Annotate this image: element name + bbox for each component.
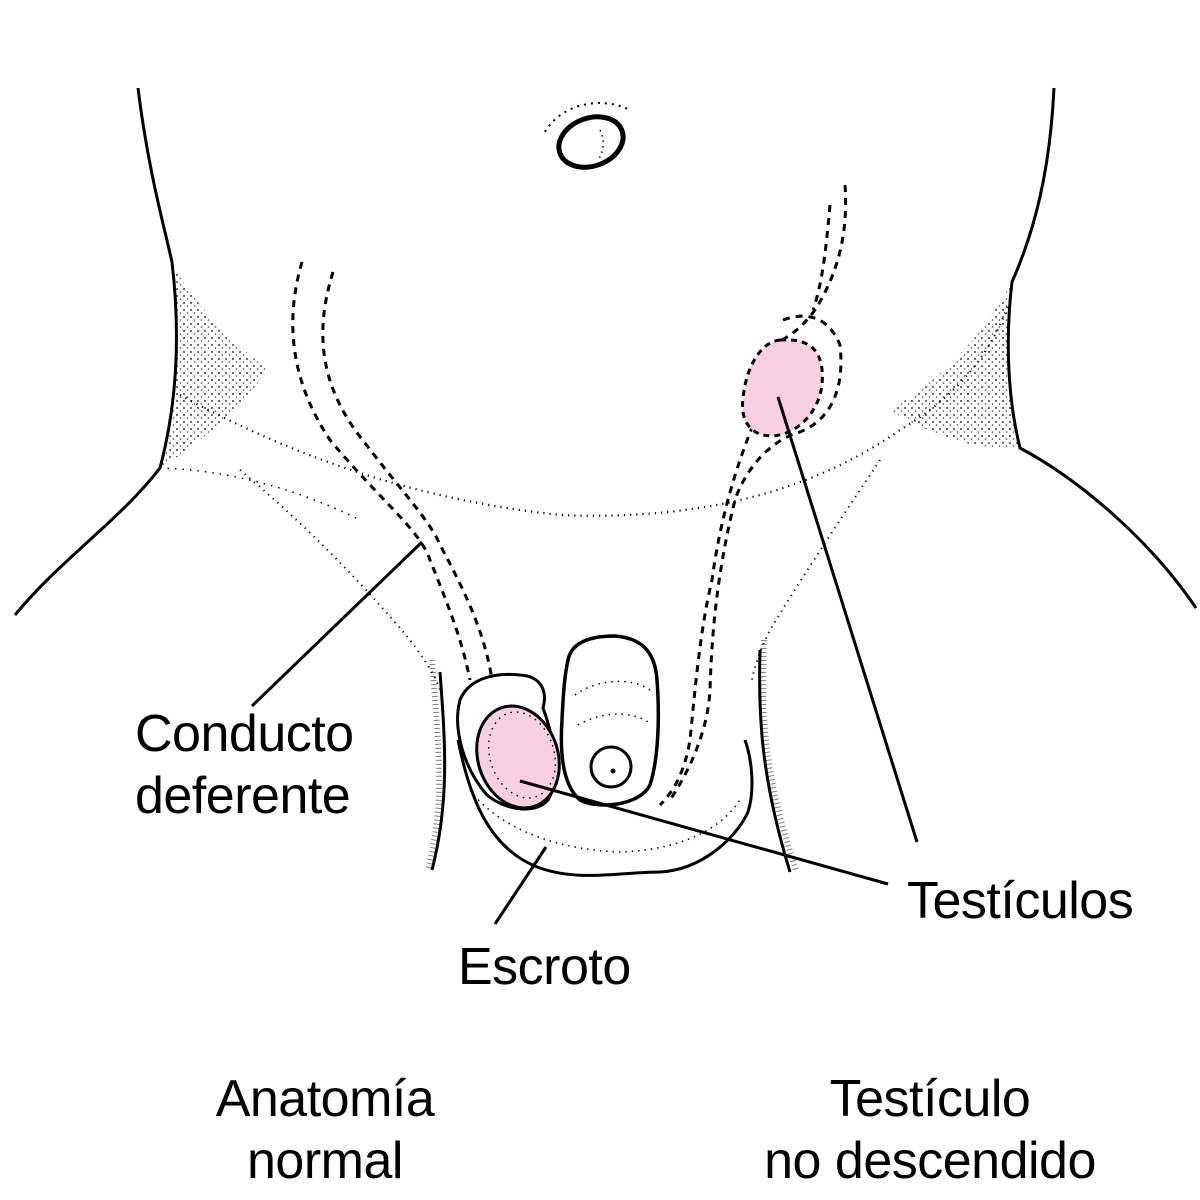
label-vas-deferens-line1: Conducto — [135, 705, 354, 763]
caption-normal-line2: normal — [247, 1132, 403, 1190]
leader-conducto — [250, 540, 424, 708]
torso-left-outline — [13, 87, 361, 616]
caption-normal-line1: Anatomía — [215, 1070, 435, 1128]
vas-deferens-right — [658, 184, 848, 807]
label-testicles-text: Testículos — [907, 872, 1134, 930]
leader-lines — [250, 396, 919, 925]
navel-icon — [544, 102, 631, 170]
leader-testiculo-normal — [519, 779, 889, 886]
testicle-undescended-icon — [740, 338, 824, 438]
caption-normal-anatomy: Anatomía normal — [170, 1068, 480, 1192]
label-testicles: Testículos — [907, 870, 1134, 932]
torso-right-outline — [890, 87, 1198, 609]
vas-deferens-left — [291, 261, 494, 681]
testicle-normal-icon — [475, 704, 561, 810]
label-scrotum-text: Escroto — [458, 938, 631, 996]
label-vas-deferens: Conducto deferente — [135, 703, 354, 827]
leader-testiculo-undescended — [776, 396, 919, 843]
penis-icon — [559, 634, 661, 807]
scrotum-icon — [456, 739, 754, 877]
caption-undescended-line1: Testículo — [829, 1070, 1031, 1128]
thigh-creases — [425, 639, 799, 873]
leader-escroto — [493, 846, 548, 925]
inguinal-folds — [179, 299, 1012, 691]
caption-undescended-line2: no descendido — [764, 1132, 1096, 1190]
label-vas-deferens-line2: deferente — [135, 767, 351, 825]
caption-undescended-testicle: Testículo no descendido — [700, 1068, 1160, 1192]
label-scrotum: Escroto — [458, 936, 631, 998]
